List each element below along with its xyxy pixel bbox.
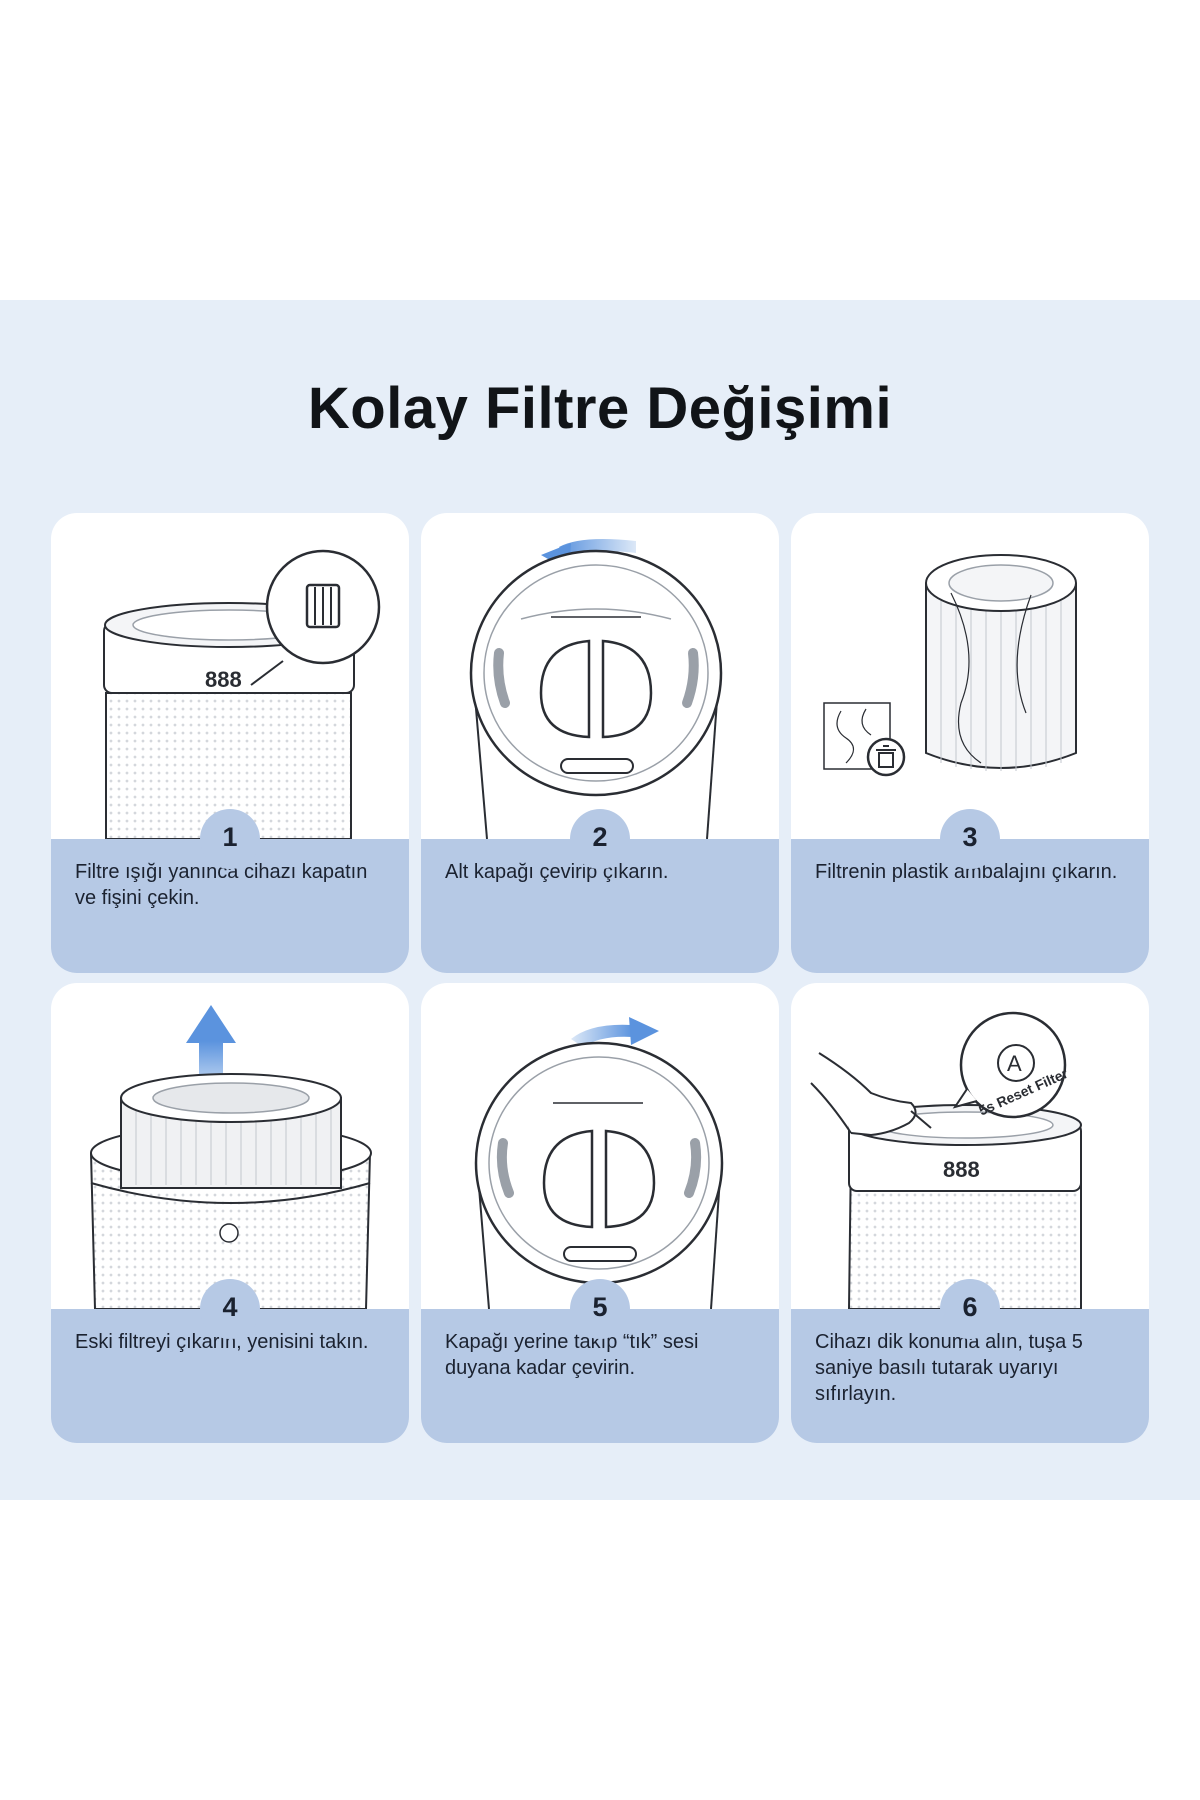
reset-letter-icon: A xyxy=(1007,1051,1022,1076)
step-number-badge: 6 xyxy=(940,1279,1000,1339)
step-card-2: Alt kapağı çevirip çıkarın. 2 xyxy=(421,513,779,973)
step-number-badge: 1 xyxy=(200,809,260,869)
step-card-6: 888 A 5s Reset Filter Cihazı dik konuma … xyxy=(791,983,1149,1443)
step-card-3: Filtrenin plastik ambalajını çıkarın. 3 xyxy=(791,513,1149,973)
trash-icon xyxy=(876,745,896,768)
hand-icon xyxy=(818,1052,917,1137)
step-caption: Eski filtreyi çıkarın, yenisini takın. xyxy=(51,1309,409,1443)
filter-icon xyxy=(305,583,341,629)
step-card-4: Eski filtreyi çıkarın, yenisini takın. 4 xyxy=(51,983,409,1443)
step-text: Kapağı yerine takıp “tık” sesi duyana ka… xyxy=(445,1331,699,1379)
step-number-badge: 2 xyxy=(570,809,630,869)
step-number-badge: 4 xyxy=(200,1279,260,1339)
replace-filter-illustration xyxy=(90,1005,372,1309)
step-caption: Filtre ışığı yanınca cihazı kapatın ve f… xyxy=(51,839,409,973)
step-card-1: 888 Filtre ışığı yanınca cihazı kapatın … xyxy=(51,513,409,973)
reattach-cover-illustration xyxy=(474,1017,724,1309)
step-text: Filtre ışığı yanınca cihazı kapatın ve f… xyxy=(75,861,368,909)
step-caption: Cihazı dik konuma alın, tuşa 5 saniye ba… xyxy=(791,1309,1149,1443)
display-readout: 888 xyxy=(205,667,242,692)
step-text: Cihazı dik konuma alın, tuşa 5 saniye ba… xyxy=(815,1331,1083,1405)
step-text: Eski filtreyi çıkarın, yenisini takın. xyxy=(75,1331,369,1353)
bottom-cover-rotate-illustration xyxy=(469,539,723,839)
rotate-right-arrow-icon xyxy=(571,1024,633,1047)
step-number-badge: 5 xyxy=(570,1279,630,1339)
step-number-badge: 3 xyxy=(940,809,1000,869)
purifier-filter-light-illustration: 888 xyxy=(103,549,381,839)
step-card-5: Kapağı yerine takıp “tık” sesi duyana ka… xyxy=(421,983,779,1443)
remove-packaging-illustration xyxy=(823,554,1077,777)
step-text: Filtrenin plastik ambalajını çıkarın. xyxy=(815,861,1118,883)
step-text: Alt kapağı çevirip çıkarın. xyxy=(445,861,669,883)
page-title: Kolay Filtre Değişimi xyxy=(307,376,893,441)
display-readout: 888 xyxy=(943,1157,980,1182)
reset-filter-illustration: 888 A 5s Reset Filter xyxy=(810,1011,1082,1309)
